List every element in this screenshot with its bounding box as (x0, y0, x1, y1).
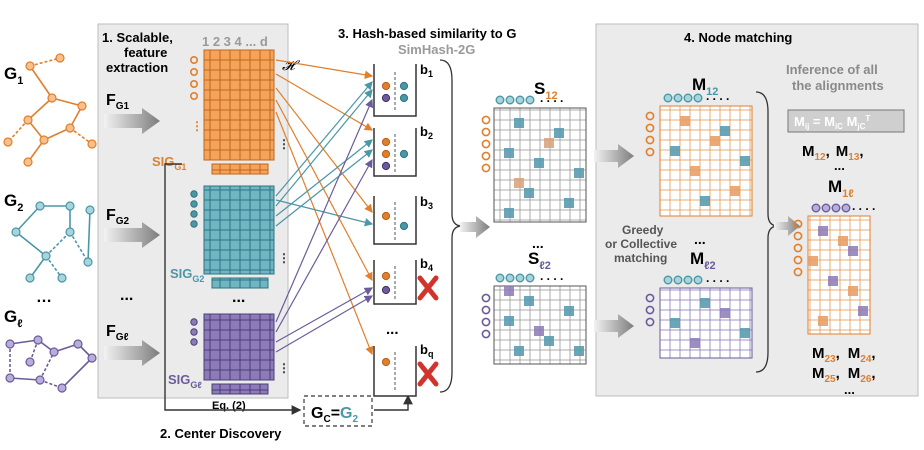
matching-method-label: Greedy or Collective matching (605, 223, 680, 265)
similarity-matrix-s12 (493, 107, 587, 223)
formula-box (787, 109, 905, 133)
match-arrow-bottom (594, 314, 634, 338)
reject-icon-bq (417, 361, 439, 387)
bucket-brace (439, 59, 463, 393)
fg1-label: FG1 (106, 92, 130, 112)
graph-gl (5, 335, 97, 393)
feature-column-header: 1 2 3 4 ... d (202, 34, 268, 49)
inference-title: Inference of all the alignments (786, 62, 884, 93)
ml2-col-markers (663, 275, 703, 285)
sl2-row-markers (481, 293, 491, 339)
center-box (303, 395, 373, 427)
bucket-b2 (373, 128, 417, 177)
sig-g2-bar (211, 277, 269, 289)
bucket-b4 (373, 260, 417, 305)
fg2-label: FG2 (106, 207, 130, 227)
alignments-ellipsis-bottom: ... (844, 382, 855, 397)
hash-arrows-g2 (275, 81, 374, 227)
g2-node-markers (190, 190, 198, 228)
similarity-matrix-sl2 (493, 285, 587, 365)
brace-arrow (460, 216, 490, 238)
hash-arrows-gl (275, 98, 374, 353)
fg2-arrow (104, 222, 160, 248)
sl2-col-markers (495, 273, 535, 283)
g1-node-markers (190, 55, 199, 101)
ml2-label: Mℓ2 (690, 249, 716, 272)
bucket-b3 (373, 196, 417, 245)
alignments-list-bottom-row2: M25,M26, (812, 365, 876, 385)
hash-arrows-g1 (275, 59, 374, 356)
sig-gl-bar (211, 383, 269, 395)
graph-gl-label: Gℓ (4, 307, 23, 330)
m1l-row-markers (793, 219, 803, 277)
m12-row-markers (645, 111, 655, 157)
sl2-label: Sℓ2 (528, 249, 551, 272)
center-label: GC=G2 (311, 405, 358, 425)
bucket-bq-label: bq (420, 342, 433, 359)
graph-g2 (11, 201, 95, 283)
hash-symbol: 𝓗 (282, 57, 300, 73)
graph-g1 (3, 53, 97, 167)
step1-title: 1. Scalable, feature extraction (102, 30, 176, 75)
graph-g2-label: G2 (4, 191, 23, 214)
eq-label: Eq. (2) (212, 400, 246, 412)
sl2-col-dots: . . . . (540, 269, 563, 283)
gl-dots-right: ⋮ (278, 361, 290, 375)
sig-g2-label: SIGG2 (170, 266, 204, 284)
ml2-row-markers (645, 293, 655, 327)
fgl-arrow (104, 340, 160, 366)
matrix-ellipsis: ... (232, 289, 245, 306)
sig-gl-label: SIGGℓ (168, 372, 202, 390)
step4-title: 4. Node matching (684, 30, 792, 45)
feature-matrix-g2 (203, 185, 275, 275)
fg1-arrow (104, 108, 160, 134)
match-matrix-ml2 (659, 287, 753, 359)
bucket-b4-label: b4 (420, 256, 433, 273)
step3-title: 3. Hash-based similarity to G (338, 26, 516, 41)
match-arrow-top (594, 144, 634, 168)
sig-g1-bar (211, 163, 269, 175)
inference-arrow (774, 216, 800, 236)
reject-icon-b4 (417, 275, 439, 301)
center-discovery-lines (164, 163, 413, 415)
bucket-bq (373, 346, 417, 397)
s-ellipsis: ... (532, 235, 544, 251)
match-matrix-m12 (659, 105, 753, 217)
formula-text: Mij = MiC MjCT (794, 114, 870, 131)
m1l-col-markers (811, 203, 851, 213)
bucket-b1 (373, 64, 417, 117)
bucket-ellipsis: ... (386, 321, 399, 338)
m1l-col-dots: . . . . (852, 199, 875, 213)
bucket-b2-label: b2 (420, 124, 433, 141)
graph-ellipsis: … (36, 289, 52, 306)
bucket-b1-label: b1 (420, 62, 433, 79)
sig-g1-label: SIGG1 (152, 154, 186, 172)
alignments-ellipsis-top: ... (834, 158, 845, 173)
ml2-col-dots: . . . . (706, 271, 729, 285)
s12-col-dots: . . . . (540, 91, 563, 105)
match-matrix-m1l (807, 215, 871, 335)
gl-node-markers (190, 318, 198, 346)
fg-ellipsis: ... (120, 287, 133, 304)
g2-dots-right: ⋮ (278, 251, 290, 265)
s12-label: S12 (534, 79, 558, 102)
feature-matrix-gl (203, 313, 275, 381)
feature-matrix-g1 (203, 49, 275, 161)
graph-g1-label: G1 (4, 64, 23, 87)
m12-col-dots: . . . . (706, 89, 729, 103)
m12-label: M12 (692, 75, 718, 98)
alignments-list-top: M12,M13, (802, 143, 864, 163)
fgl-label: FGℓ (106, 323, 129, 343)
s12-col-markers (495, 95, 535, 105)
step2-title: 2. Center Discovery (160, 426, 282, 441)
simhash-label: SimHash-2G (398, 42, 475, 57)
m12-col-markers (663, 93, 703, 103)
g1-dots: ⋮ (191, 119, 203, 133)
m-ellipsis: ... (694, 231, 706, 247)
m1l-label: M1ℓ (828, 177, 854, 200)
s12-row-markers (481, 115, 491, 173)
alignments-list-bottom-row1: M23,M24, (812, 345, 876, 365)
bucket-b3-label: b3 (420, 194, 433, 211)
